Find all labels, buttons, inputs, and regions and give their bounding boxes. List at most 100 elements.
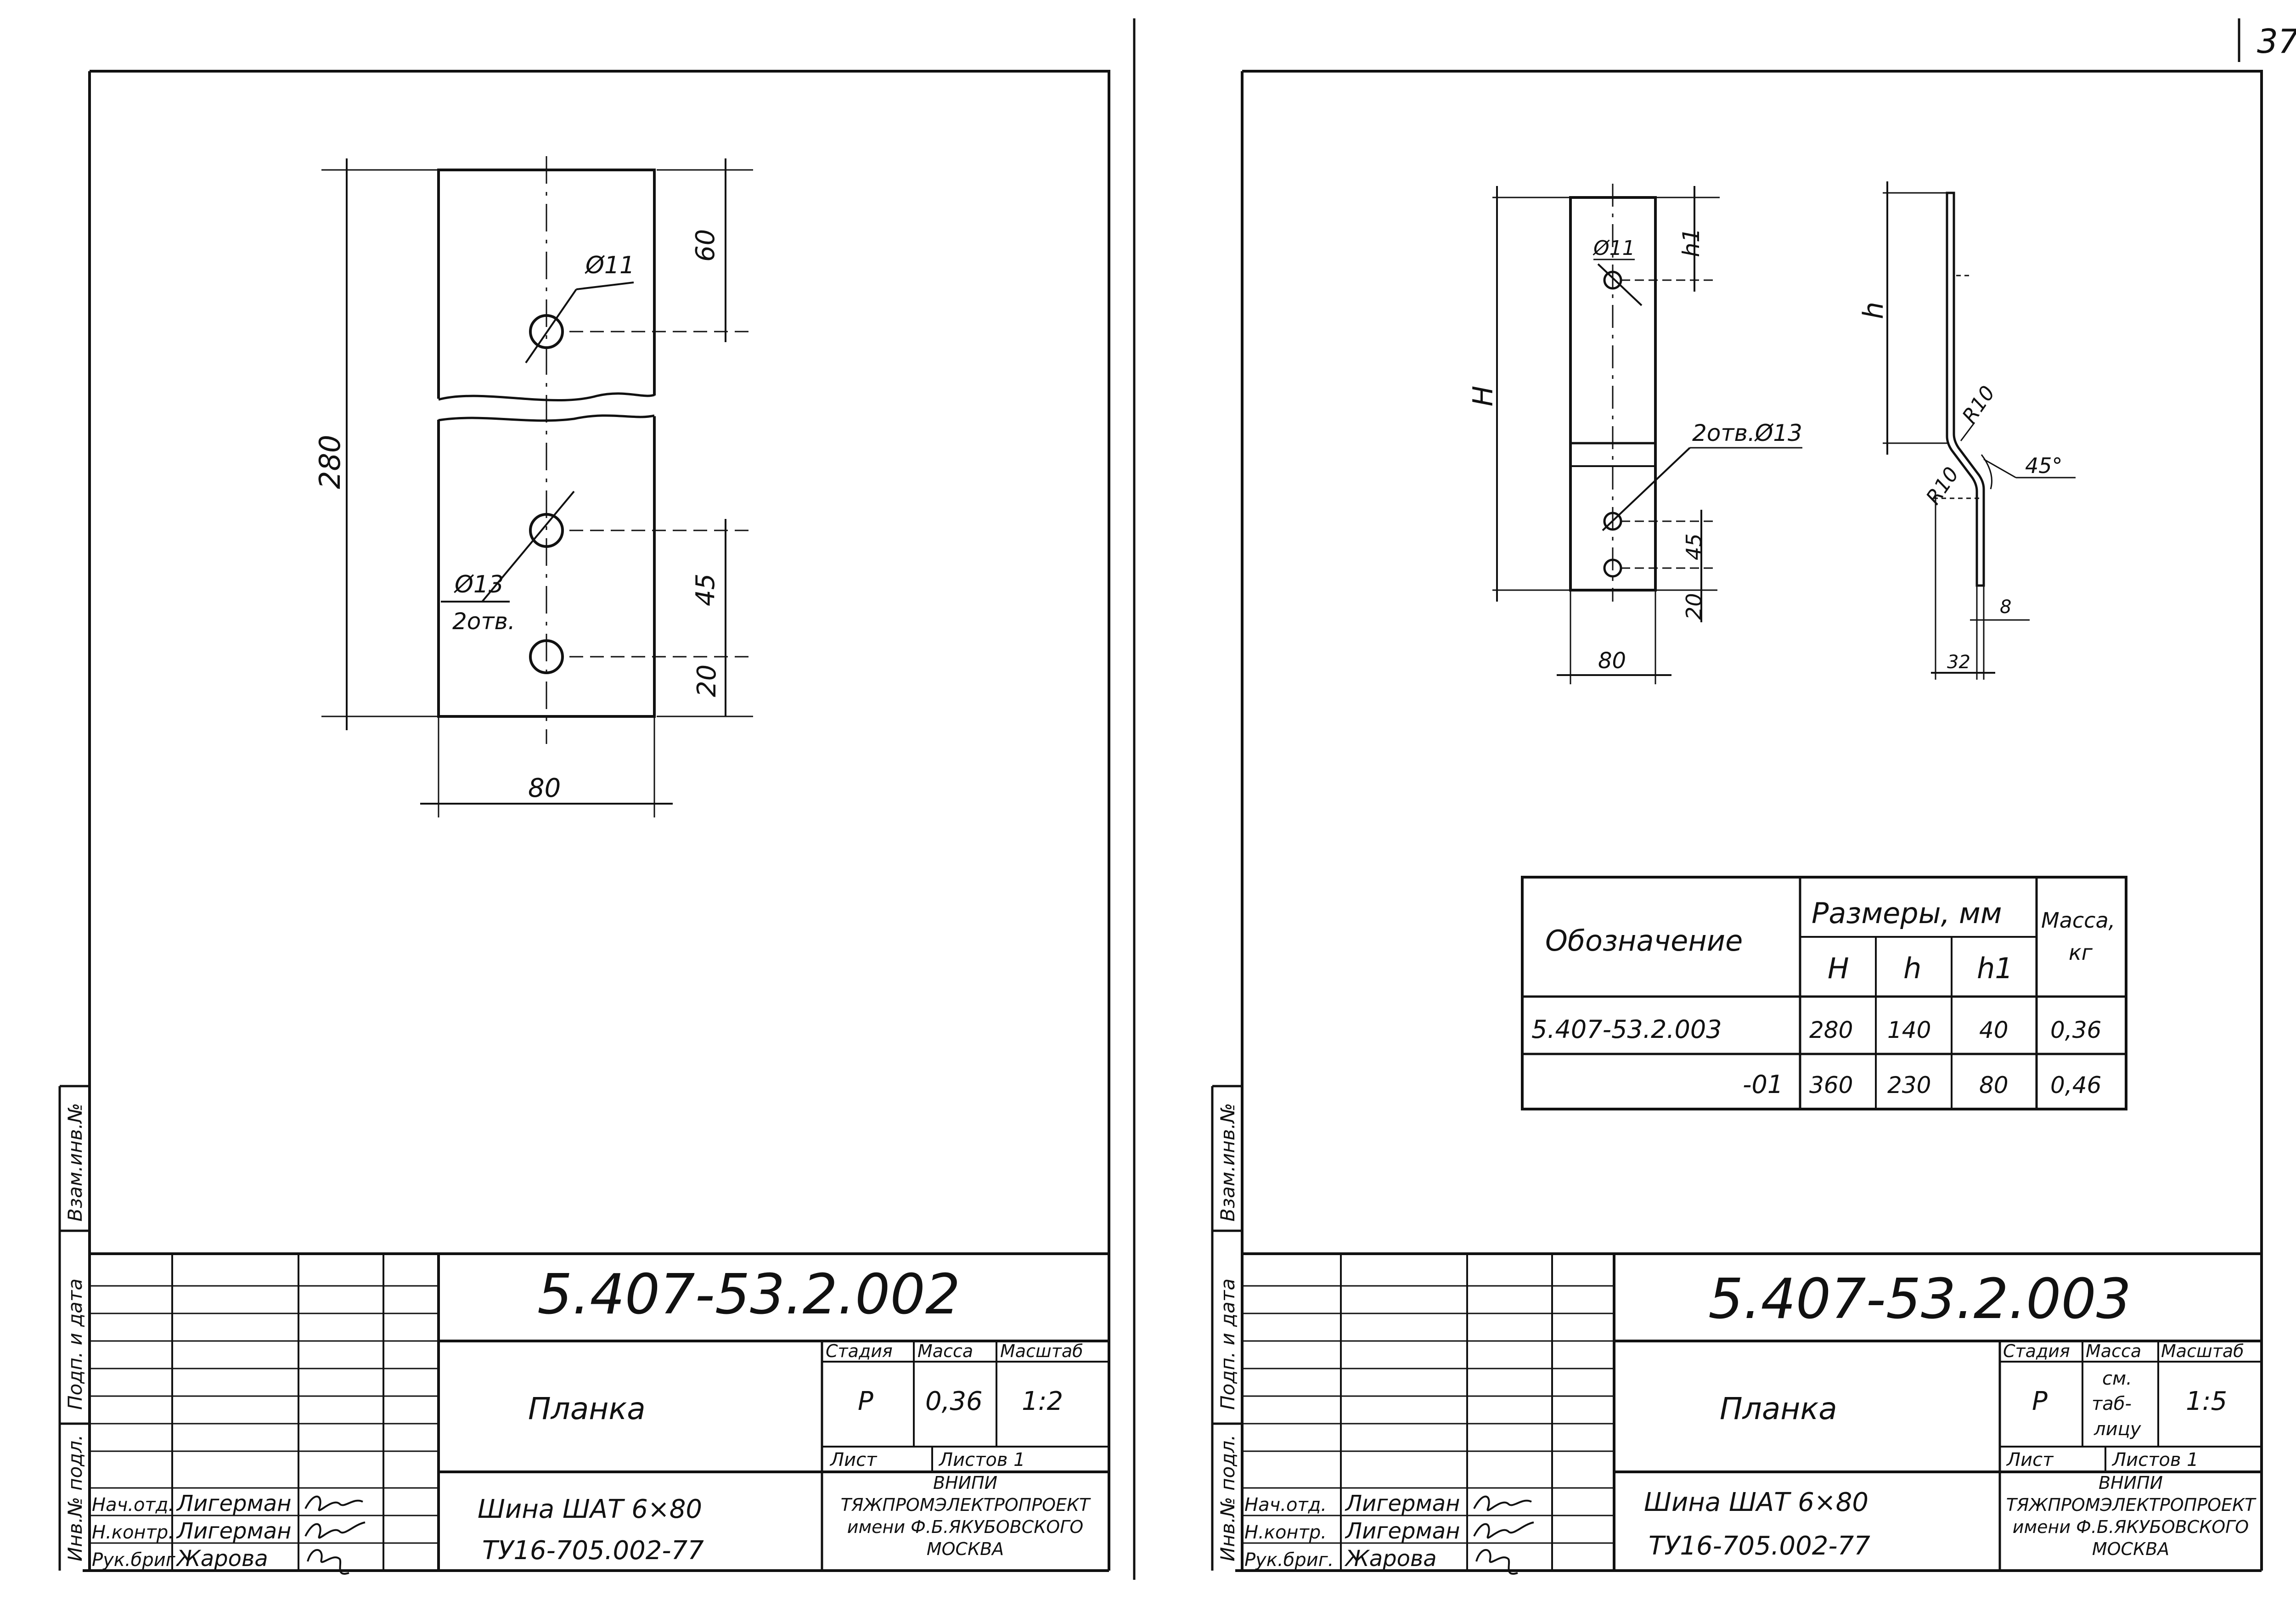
table-row-1-mass: 0,36 [2050, 1017, 2101, 1043]
right-title-block: 5.407-53.2.003 Планка Стадия Масса Масшт… [1242, 1252, 2262, 1575]
right-dim-offset: 32 [1947, 652, 1970, 673]
right-signature-3 [1475, 1549, 1518, 1575]
right-role-3: Рук.бриг. [1244, 1549, 1334, 1571]
right-role-2: Н.контр. [1244, 1522, 1327, 1543]
right-name-3: Жарова [1344, 1546, 1437, 1572]
right-part-title: Планка [1720, 1391, 1837, 1426]
left-signature-1 [304, 1495, 363, 1511]
right-org-3: имени Ф.Б.ЯКУБОВСКОГО [2013, 1517, 2249, 1537]
left-org-1: ВНИПИ [933, 1473, 997, 1493]
right-dim-angle: 45° [2025, 453, 2063, 478]
right-role-1: Нач.отд. [1244, 1494, 1327, 1515]
right-org-1: ВНИПИ [2099, 1473, 2163, 1493]
right-side-view: h R10 R10 45° 8 32 [1857, 181, 2076, 680]
left-dim-280: 280 [313, 435, 347, 489]
left-col-mass: Масса [917, 1341, 973, 1361]
table-row-1-h1: 40 [1979, 1017, 2009, 1043]
left-part-drawing: Ø11 Ø13 2отв. 60 45 20 280 80 [313, 156, 753, 817]
left-signature-3 [307, 1549, 349, 1575]
right-name-2: Лигерман [1345, 1518, 1460, 1544]
left-name-1: Лигерман [176, 1491, 292, 1516]
right-sheet: Ø11 2отв.Ø13 H h1 45 20 80 [1211, 70, 2263, 1575]
right-col-stage: Стадия [2003, 1341, 2070, 1361]
right-scale: 1:5 [2186, 1386, 2227, 1416]
left-stage: Р [858, 1386, 873, 1416]
table-row-1-H: 280 [1809, 1017, 1853, 1043]
left-sheet-label: Лист [829, 1449, 878, 1470]
table-col-mass-2: кг [2069, 940, 2093, 965]
right-stage: Р [2032, 1386, 2048, 1416]
left-sheet: Ø11 Ø13 2отв. 60 45 20 280 80 [58, 70, 1110, 1575]
right-col-mass: Масса [2086, 1341, 2141, 1361]
right-mass-3: лицу [2093, 1419, 2142, 1440]
right-col-scale: Масштаб [2161, 1341, 2244, 1361]
right-dim-H: H [1467, 386, 1499, 406]
page-number: 37 [2257, 22, 2296, 61]
left-title-block: 5.407-53.2.002 Планка Стадия Масса Масшт… [90, 1252, 1109, 1575]
table-row-1-designation: 5.407-53.2.003 [1531, 1015, 1722, 1044]
left-dim-80: 80 [528, 773, 561, 803]
table-sub-h1: h1 [1977, 952, 2013, 985]
right-dim-r-bottom: R10 [1922, 463, 1964, 509]
right-description-1: Шина ШАТ 6×80 [1644, 1487, 1868, 1517]
right-holes-lower-dim: 2отв.Ø13 [1692, 420, 1802, 446]
left-dim-20: 20 [692, 665, 722, 697]
table-sub-h: h [1903, 952, 1921, 985]
table-col-sizes: Размеры, мм [1812, 896, 2002, 930]
right-dim-thickness: 8 [2000, 597, 2011, 618]
left-org-3: имени Ф.Б.ЯКУБОВСКОГО [847, 1517, 1083, 1537]
table-row-2-H: 360 [1809, 1072, 1853, 1099]
right-size-table: Обозначение Размеры, мм Масса, кг H h h1… [1521, 876, 2127, 1110]
left-side-label-1: Инв.№ подл. [64, 1435, 86, 1561]
right-signature-2 [1473, 1521, 1534, 1539]
right-side-label-3: Взам.инв.№ [1216, 1103, 1239, 1222]
right-sheet-label: Лист [2006, 1449, 2054, 1470]
right-dim-45: 45 [1682, 533, 1706, 560]
table-row-2-mass: 0,46 [2050, 1072, 2101, 1099]
right-dim-r-top: R10 [1958, 382, 1999, 428]
left-margin-strip: Инв.№ подл. Подп. и дата Взам.инв.№ [58, 1085, 90, 1571]
table-row-1-h: 140 [1887, 1017, 1931, 1043]
right-margin-strip: Инв.№ подл. Подп. и дата Взам.инв.№ [1211, 1085, 1242, 1571]
right-dim-h: h [1857, 302, 1890, 319]
left-mass: 0,36 [925, 1386, 983, 1416]
left-sheets-label: Листов 1 [938, 1449, 1025, 1470]
left-description-2: ТУ16-705.002-77 [482, 1536, 704, 1566]
left-col-stage: Стадия [826, 1341, 893, 1361]
table-sub-H: H [1828, 952, 1849, 985]
left-dim-45: 45 [691, 574, 720, 606]
left-role-1: Нач.отд. [92, 1494, 174, 1515]
right-hole-top-dim: Ø11 [1593, 237, 1635, 260]
left-part-title: Планка [528, 1391, 646, 1426]
left-holes-lower-count: 2отв. [452, 608, 515, 635]
right-name-1: Лигерман [1345, 1491, 1460, 1516]
left-signature-2 [304, 1521, 366, 1539]
right-description-2: ТУ16-705.002-77 [1649, 1531, 1870, 1561]
left-role-2: Н.контр. [92, 1522, 174, 1543]
left-name-2: Лигерман [176, 1518, 292, 1544]
right-org-2: ТЯЖПРОМЭЛЕКТРОПРОЕКТ [2006, 1495, 2257, 1515]
right-org-4: МОСКВА [2092, 1539, 2169, 1559]
right-side-label-1: Инв.№ подл. [1216, 1435, 1239, 1561]
table-col-designation: Обозначение [1545, 924, 1743, 958]
table-col-mass-1: Масса, [2041, 908, 2115, 933]
left-name-3: Жарова [175, 1546, 268, 1572]
left-side-label-3: Взам.инв.№ [64, 1103, 86, 1222]
table-row-2-h1: 80 [1979, 1072, 2009, 1099]
right-front-view: Ø11 2отв.Ø13 H h1 45 20 80 [1467, 184, 1802, 684]
left-org-2: ТЯЖПРОМЭЛЕКТРОПРОЕКТ [841, 1495, 1091, 1515]
left-side-label-2: Подп. и дата [64, 1279, 86, 1410]
right-signature-1 [1473, 1495, 1532, 1511]
left-scale: 1:2 [1022, 1386, 1063, 1416]
left-hole-top-dim: Ø11 [585, 252, 635, 279]
right-mass-1: см. [2102, 1368, 2132, 1389]
table-row-2-h: 230 [1887, 1072, 1931, 1099]
right-dim-80: 80 [1598, 648, 1626, 674]
right-sheets-label: Листов 1 [2111, 1449, 2199, 1470]
left-drawing-code: 5.407-53.2.002 [537, 1263, 960, 1327]
table-row-2-designation: -01 [1743, 1070, 1783, 1099]
left-holes-lower-dim: Ø13 [454, 571, 504, 598]
left-dim-60: 60 [691, 229, 720, 262]
left-col-scale: Масштаб [1000, 1341, 1083, 1361]
